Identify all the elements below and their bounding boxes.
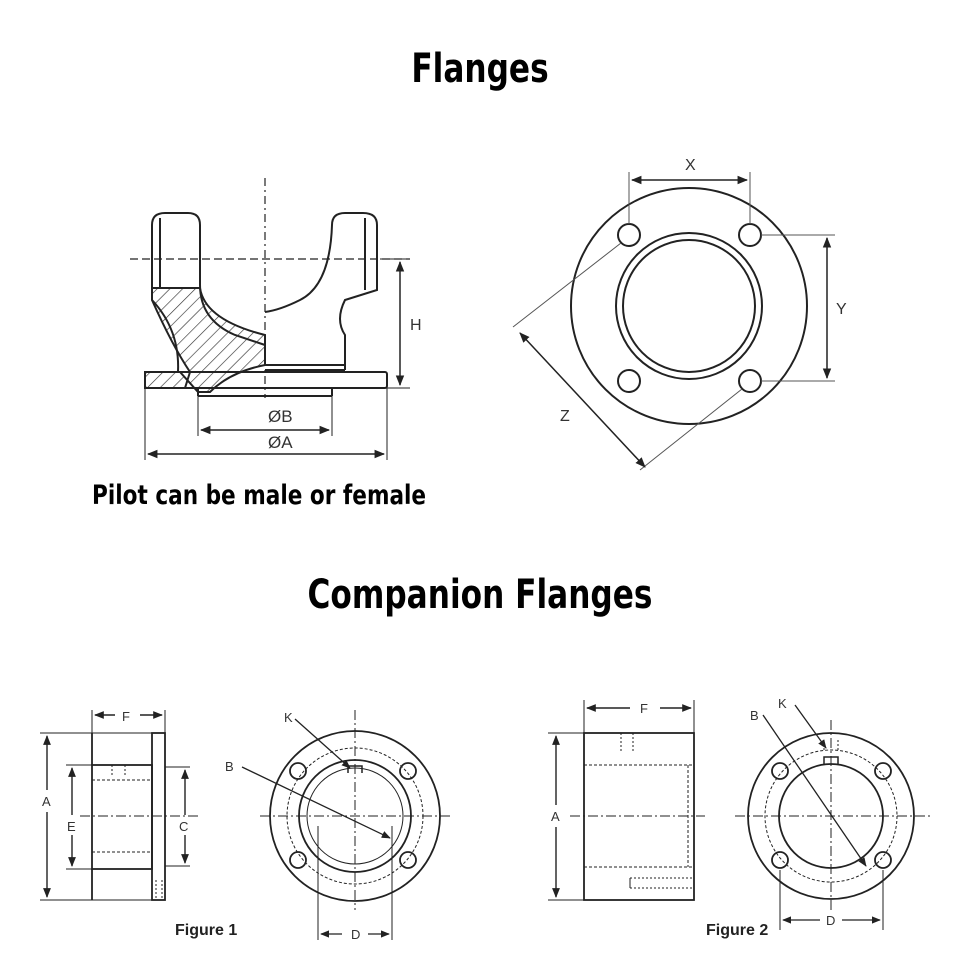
bolt-hole — [617, 223, 641, 247]
bolt-hole — [289, 851, 307, 869]
fig1-dim-d: D — [351, 927, 360, 942]
figure-2-side-view — [548, 700, 705, 901]
bolt-hole — [874, 851, 892, 869]
bolt-hole — [289, 762, 307, 780]
figure-2-caption: Figure 2 — [706, 922, 769, 939]
figure-1-side-dimensions — [43, 711, 189, 898]
fig1-dim-f: F — [122, 709, 130, 724]
dim-z-line — [519, 332, 646, 468]
fig2-dim-f: F — [640, 701, 648, 716]
fig2-dim-d: D — [826, 913, 835, 928]
fig2-dim-b: B — [750, 708, 759, 723]
figure-1-side-view — [40, 710, 200, 901]
bolt-hole — [771, 762, 789, 780]
bolt-hole — [399, 851, 417, 869]
dim-y-label: Y — [836, 301, 847, 318]
fig2-dim-k: K — [778, 696, 787, 711]
fig2-dim-a: A — [551, 809, 560, 824]
fig1-dim-e: E — [67, 819, 76, 834]
bolt-hole — [399, 762, 417, 780]
bolt-hole — [617, 369, 641, 393]
yoke-flange-side-view — [130, 178, 410, 460]
flanges-title: Flanges — [411, 46, 549, 92]
figure-2-face-dimensions — [762, 704, 881, 924]
figure-1-face-dimensions — [241, 718, 391, 938]
dim-x-label: X — [685, 157, 696, 174]
bolt-hole — [771, 851, 789, 869]
dim-z-label: Z — [560, 408, 570, 425]
face-dimensions — [512, 172, 835, 471]
flange-face-view — [570, 187, 808, 425]
bolt-hole — [738, 369, 762, 393]
figure-1-face-view — [260, 710, 450, 940]
fig1-dim-c: C — [179, 819, 188, 834]
figure-2-face-view — [735, 720, 930, 930]
fig1-dim-k: K — [284, 710, 293, 725]
fig1-dim-a: A — [42, 794, 51, 809]
dim-h-label: H — [410, 317, 422, 334]
yoke-dimensions — [146, 260, 405, 459]
bolt-hole — [874, 762, 892, 780]
pilot-note: Pilot can be male or female — [92, 480, 427, 511]
dim-a-label: ØA — [268, 433, 293, 452]
figure-1-caption: Figure 1 — [175, 922, 238, 939]
figure-2-side-dimensions — [552, 704, 692, 898]
bolt-hole — [738, 223, 762, 247]
dim-b-label: ØB — [268, 407, 293, 426]
fig1-dim-b: B — [225, 759, 234, 774]
companion-flanges-title: Companion Flanges — [307, 572, 653, 618]
